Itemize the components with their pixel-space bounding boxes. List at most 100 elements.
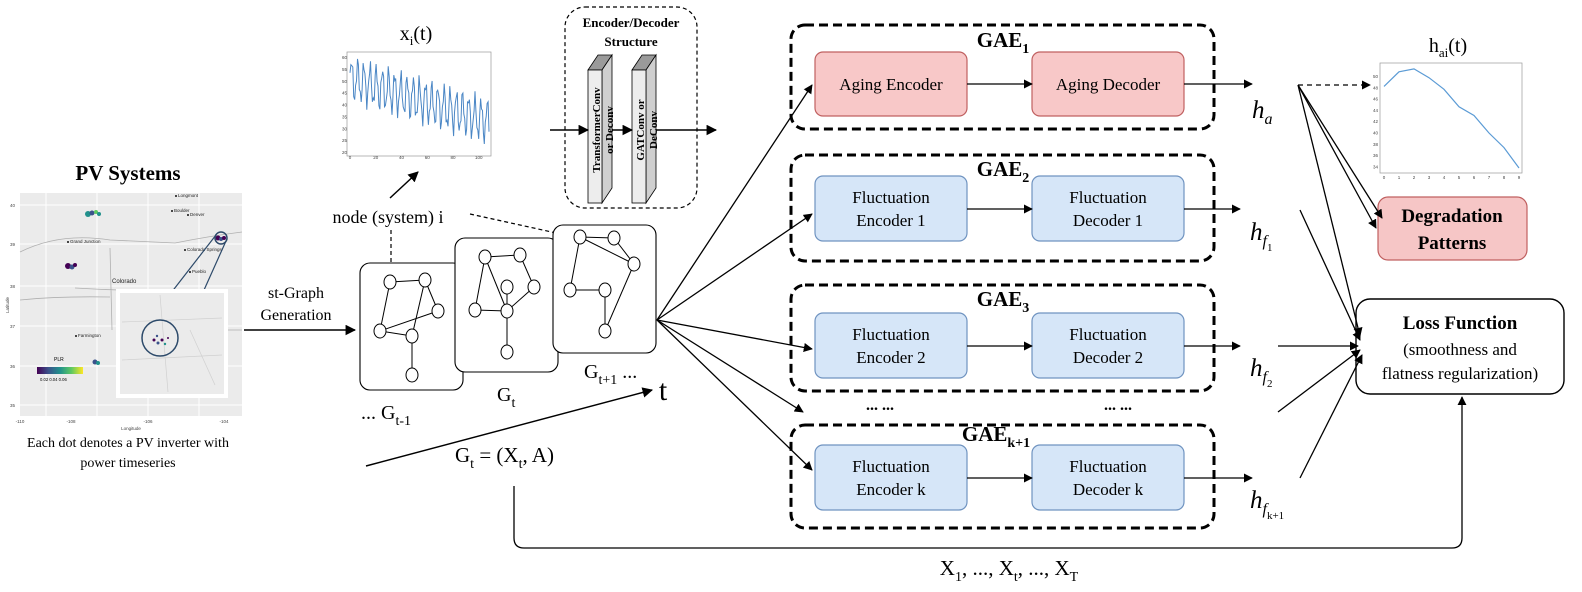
aging-y-tick: 40 — [1373, 131, 1379, 136]
aging-x-tick: 5 — [1458, 175, 1461, 180]
graph-g-t: Gt — [454, 237, 559, 411]
timeseries-line — [349, 58, 490, 145]
svg-text:Fluctuation: Fluctuation — [852, 188, 930, 207]
graph-snapshots: ... Gt-1 Gt — [359, 224, 657, 429]
transformerconv-layer: TransformerConvor Deconv — [587, 53, 616, 205]
svg-text:Encoder/Decoder: Encoder/Decoder — [583, 15, 680, 30]
svg-text:Fluctuation: Fluctuation — [1069, 325, 1147, 344]
svg-text:PLR: PLR — [54, 357, 64, 363]
aging-y-tick: 50 — [1373, 74, 1379, 79]
zoom-target-circle — [141, 319, 179, 357]
gae-block-k-plus-1: GAEk+1 Fluctuation Encoder k Fluctuation… — [789, 422, 1253, 530]
output-h-a: ha — [1252, 97, 1273, 128]
loss-function-box: Loss Function (smoothness and flatness r… — [1355, 298, 1565, 395]
output-h-f1: hf1 — [1250, 219, 1272, 254]
graph-g-t-minus-1: ... Gt-1 — [359, 262, 464, 429]
timeseries-x-tick: 0 — [349, 155, 352, 160]
svg-text:Degradation: Degradation — [1401, 206, 1503, 227]
gatconv-layer: GATConv orDeConv — [631, 53, 660, 205]
svg-text:(smoothness and: (smoothness and — [1403, 340, 1517, 359]
decoder-ellipsis: ... ... — [1104, 397, 1132, 414]
timeseries-y-tick: 25 — [342, 138, 348, 143]
timeseries-y-tick: 40 — [342, 103, 348, 108]
aging-y-tick: 48 — [1373, 85, 1379, 90]
svg-text:st-Graph: st-Graph — [268, 285, 324, 302]
aging-x-tick: 9 — [1518, 175, 1521, 180]
pv-caption-line2: power timeseries — [80, 456, 175, 471]
svg-text:Decoder 1: Decoder 1 — [1073, 211, 1143, 230]
timeseries-y-tick: 30 — [342, 126, 348, 131]
encoder-ellipsis: ... ... — [866, 397, 894, 414]
gae-outputs: ha hf1 hf2 hfk+1 — [1250, 97, 1284, 522]
svg-text:-108: -108 — [66, 419, 76, 424]
bottom-sequence-label: X1, ..., Xt, ..., XT — [940, 556, 1079, 585]
svg-text:Latitude: Latitude — [5, 296, 10, 313]
node-system-label: node (system) i — [333, 207, 444, 228]
aging-y-tick: 38 — [1373, 142, 1379, 147]
svg-text:GAEk+1: GAEk+1 — [962, 422, 1030, 451]
svg-text:Colorado: Colorado — [112, 279, 137, 285]
output-arrows — [1277, 84, 1383, 479]
svg-text:37: 37 — [10, 324, 16, 329]
svg-text:flatness regularization): flatness regularization) — [1382, 364, 1538, 383]
aging-curve-line — [1383, 68, 1520, 169]
timeseries-y-tick: 20 — [342, 150, 348, 155]
svg-text:Grand Junction: Grand Junction — [70, 239, 101, 244]
aging-x-tick: 7 — [1488, 175, 1491, 180]
aging-x-tick: 4 — [1443, 175, 1446, 180]
timeseries-y-tick: 35 — [342, 114, 348, 119]
svg-text:Fluctuation: Fluctuation — [852, 457, 930, 476]
gae-block-1: GAE1 Aging Encoder Aging Decoder — [789, 23, 1253, 131]
timeseries-y-tick: 55 — [342, 67, 348, 72]
svg-text:TransformerConvor Deconv: TransformerConvor Deconv — [591, 87, 616, 173]
node-to-timeseries-arrow — [389, 171, 419, 199]
svg-text:Decoder 2: Decoder 2 — [1073, 348, 1143, 367]
timeseries-y-tick: 45 — [342, 91, 348, 96]
zoom-source-circle — [214, 231, 228, 245]
timeseries-y-tick: 60 — [342, 55, 348, 60]
fluctuation-decoder-k-box — [1031, 444, 1185, 511]
svg-text:38: 38 — [10, 284, 16, 289]
svg-text:0.02 0.04 0.06: 0.02 0.04 0.06 — [40, 377, 67, 382]
svg-text:36: 36 — [10, 364, 16, 369]
svg-text:39: 39 — [10, 242, 16, 247]
pv-systems-panel: PV Systems Longmont — [5, 161, 243, 471]
gt-equation: Gt = (Xt, A) — [455, 443, 554, 472]
map-axes: 40 39 38 37 36 35 -110 -108 -106 -104 Lo… — [5, 203, 229, 431]
svg-text:Encoder 2: Encoder 2 — [856, 348, 925, 367]
time-axis-label: t — [659, 374, 668, 407]
svg-text:-106: -106 — [143, 419, 153, 424]
aging-plot-label: hai(t) — [1429, 35, 1467, 60]
gae-block-3: GAE3 Fluctuation Encoder 2 Fluctuation D… — [789, 283, 1241, 393]
svg-text:Longitude: Longitude — [121, 426, 141, 431]
svg-text:-110: -110 — [16, 419, 25, 424]
colorado-map: Longmont Boulder Denver Grand Junction C… — [5, 193, 243, 431]
fluctuation-encoder-2-box — [814, 312, 968, 379]
bottom-sequence-path: X1, ..., Xt, ..., XT — [513, 396, 1467, 585]
timeseries-label: xi(t) — [400, 23, 433, 48]
aging-x-tick: 2 — [1413, 175, 1416, 180]
svg-text:Fluctuation: Fluctuation — [1069, 457, 1147, 476]
fanout-arrows — [656, 84, 813, 471]
aging-y-tick: 44 — [1373, 108, 1379, 113]
aging-x-tick: 1 — [1398, 175, 1401, 180]
aging-y-tick: 46 — [1373, 97, 1379, 102]
aging-x-tick: 6 — [1473, 175, 1476, 180]
svg-text:Pueblo: Pueblo — [192, 269, 207, 274]
svg-text:Loss Function: Loss Function — [1403, 313, 1518, 334]
svg-text:Fluctuation: Fluctuation — [852, 325, 930, 344]
graph-label-t-minus-1: ... Gt-1 — [361, 402, 411, 429]
svg-text:Denver: Denver — [190, 212, 205, 217]
svg-text:Generation: Generation — [260, 307, 331, 324]
svg-text:GAE3: GAE3 — [977, 287, 1030, 316]
svg-text:35: 35 — [10, 403, 16, 408]
st-graph-generation: st-Graph Generation — [244, 285, 357, 336]
svg-text:GAE2: GAE2 — [977, 157, 1030, 186]
svg-text:Decoder k: Decoder k — [1073, 480, 1144, 499]
svg-text:Longmont: Longmont — [178, 193, 199, 198]
plr-legend: PLR 0.02 0.04 0.06 — [37, 357, 83, 382]
